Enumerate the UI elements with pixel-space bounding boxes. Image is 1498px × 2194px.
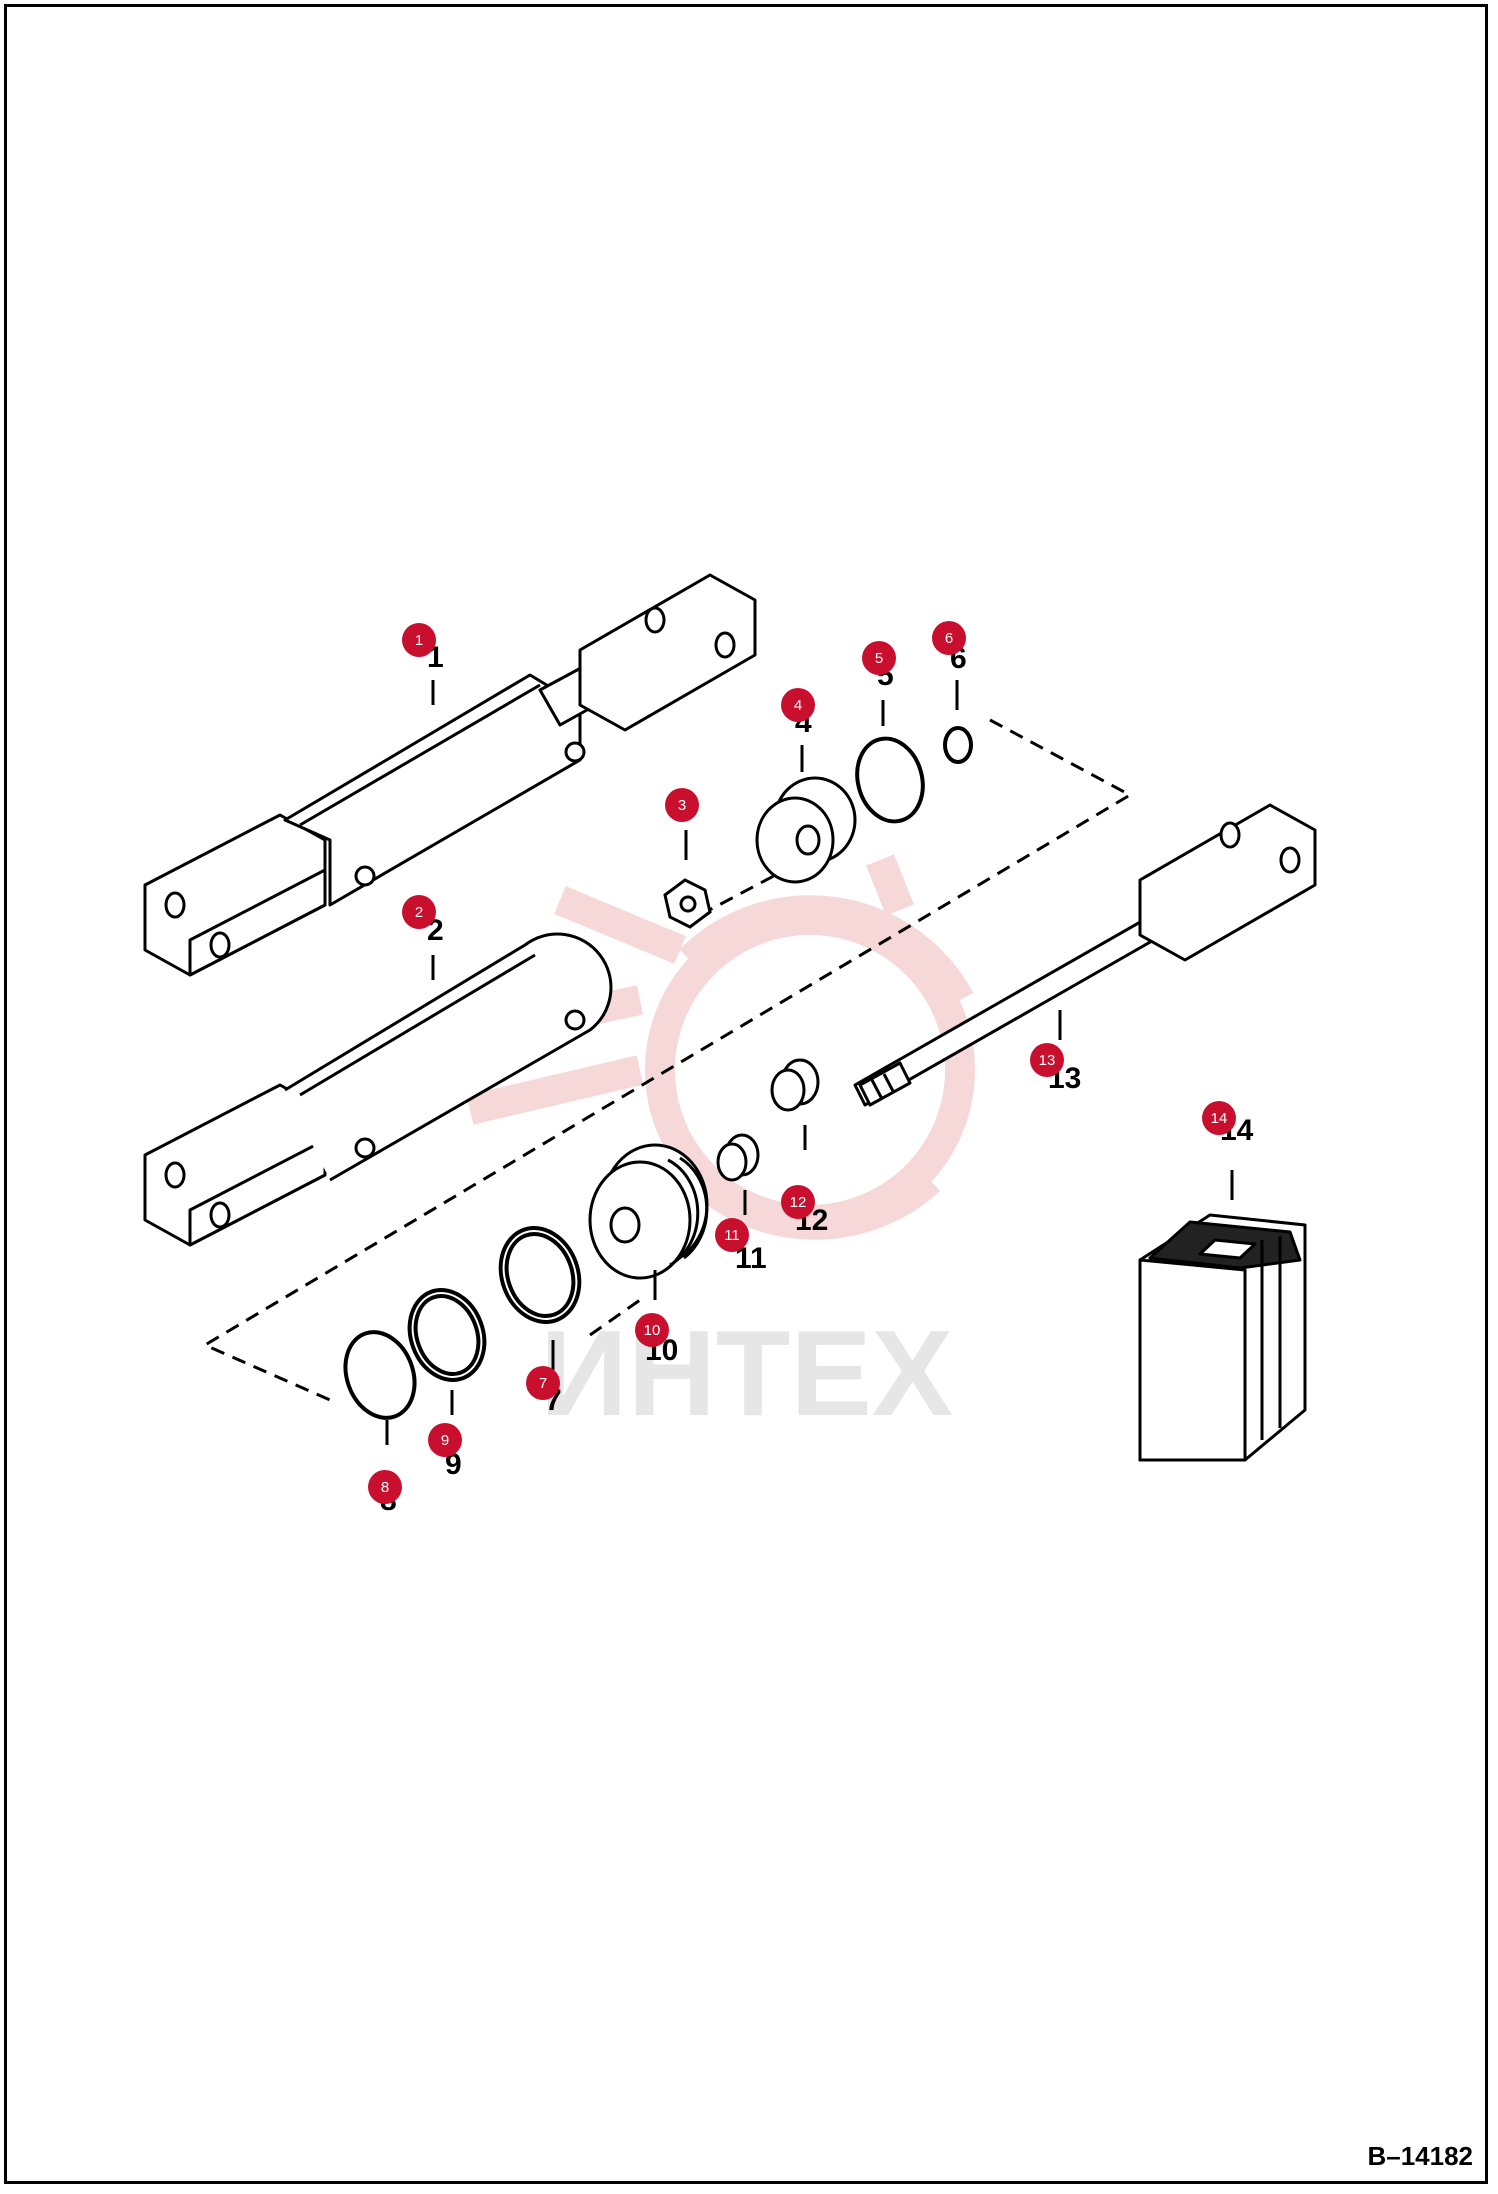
- part-6-o-ring-small: [943, 726, 973, 764]
- callout-pin-5[interactable]: 5: [862, 641, 896, 675]
- svg-text:4: 4: [794, 697, 802, 714]
- svg-text:13: 13: [1039, 1052, 1056, 1069]
- callout-pins: 1 2 3 4 5 6 7 8 9 10 11 12 13 14: [368, 621, 1236, 1504]
- part-3-nut: [663, 878, 712, 929]
- part-4-piston: [755, 776, 857, 884]
- svg-text:6: 6: [945, 630, 953, 647]
- callout-pin-1[interactable]: 1: [402, 623, 436, 657]
- callout-pin-4[interactable]: 4: [781, 688, 815, 722]
- part-2-cylinder-barrel: [143, 932, 613, 1247]
- leader-lines: [385, 680, 1234, 1445]
- callout-pin-10[interactable]: 10: [635, 1313, 669, 1347]
- part-5-o-ring: [855, 736, 925, 824]
- part-8-o-ring: [343, 1330, 417, 1420]
- figure-code: B–14182: [1367, 2141, 1473, 2171]
- callout-pin-9[interactable]: 9: [428, 1423, 462, 1457]
- svg-text:11: 11: [724, 1227, 740, 1244]
- watermark-text: ИНТЕХ: [540, 1305, 953, 1441]
- part-10-gland: [588, 1143, 709, 1280]
- svg-text:1: 1: [415, 632, 423, 649]
- svg-text:8: 8: [381, 1479, 389, 1496]
- part-11-spacer: [716, 1133, 760, 1182]
- callout-pin-3[interactable]: 3: [665, 788, 699, 822]
- part-9-wiper-ring: [407, 1288, 487, 1382]
- svg-text:3: 3: [678, 797, 686, 814]
- svg-text:14: 14: [1211, 1110, 1228, 1127]
- callout-pin-7[interactable]: 7: [526, 1366, 560, 1400]
- part-13-piston-rod: [853, 803, 1317, 1107]
- part-7-seal-ring: [498, 1226, 582, 1324]
- diagram-frame: [4, 4, 1488, 2184]
- svg-text:9: 9: [441, 1432, 449, 1449]
- svg-text:2: 2: [415, 904, 423, 921]
- svg-text:5: 5: [875, 650, 883, 667]
- part-14-seal-kit-box: [1138, 1213, 1307, 1462]
- part-12-bushing: [770, 1058, 820, 1112]
- callout-pin-13[interactable]: 13: [1030, 1043, 1064, 1077]
- svg-text:7: 7: [539, 1375, 547, 1392]
- callout-pin-12[interactable]: 12: [781, 1185, 815, 1219]
- callout-pin-14[interactable]: 14: [1202, 1101, 1236, 1135]
- callout-pin-6[interactable]: 6: [932, 621, 966, 655]
- svg-text:10: 10: [644, 1322, 661, 1339]
- callout-pin-8[interactable]: 8: [368, 1470, 402, 1504]
- callout-pin-11[interactable]: 11: [715, 1218, 749, 1252]
- svg-text:12: 12: [790, 1194, 807, 1211]
- part-1-cylinder-assembly: [143, 573, 757, 977]
- assembly-dashed-lines: [201, 718, 1134, 1402]
- callout-pin-2[interactable]: 2: [402, 895, 436, 929]
